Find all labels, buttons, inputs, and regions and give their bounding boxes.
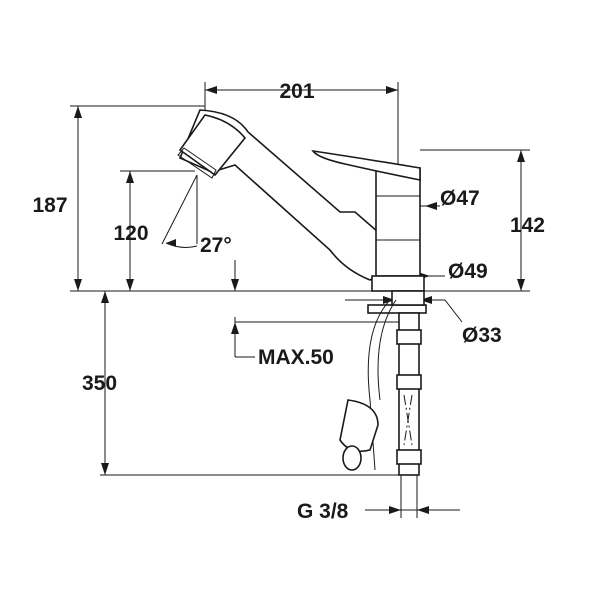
hose-weight-end (342, 445, 362, 471)
pullout-hose-inner (377, 299, 397, 401)
arrow-201-left (205, 86, 217, 94)
spray-face (177, 147, 217, 179)
label-dia-33: Ø33 (462, 324, 502, 347)
arrow-187-bottom (74, 279, 82, 291)
arrow-350-top (101, 291, 109, 303)
arrow-angle (166, 239, 176, 247)
arrow-33-right (420, 296, 432, 304)
hose-weight (339, 399, 379, 453)
label-142: 142 (510, 214, 545, 237)
arrow-47 (425, 202, 437, 210)
arrow-120-bottom (126, 279, 134, 291)
arrow-120-top (126, 171, 134, 183)
label-201: 201 (279, 80, 314, 103)
arrow-350-bottom (101, 463, 109, 475)
label-thread: G 3/8 (297, 500, 349, 523)
label-27deg: 27° (200, 234, 232, 257)
label-dia-49: Ø49 (448, 260, 488, 283)
mixer-body (375, 167, 421, 277)
arrow-g38-right (417, 506, 429, 514)
pullout-hose (367, 299, 391, 471)
arrow-201-right (386, 86, 398, 94)
lever (311, 149, 421, 181)
leader-33-diag (444, 299, 463, 323)
supply-hose (398, 312, 420, 476)
label-120: 120 (113, 222, 148, 245)
mounting-nut (391, 290, 425, 306)
arrow-142-bottom (517, 279, 525, 291)
base-ring (371, 275, 425, 292)
angle-leg (161, 174, 198, 245)
arrow-g38-left (389, 506, 401, 514)
label-350: 350 (82, 372, 117, 395)
arrow-max50 (231, 322, 239, 334)
spray-head (178, 114, 247, 177)
label-max-50: MAX.50 (258, 346, 334, 369)
label-187: 187 (32, 194, 67, 217)
arrow-187-top (74, 106, 82, 118)
mounting-plate (367, 304, 427, 314)
hose-fitting-2 (396, 374, 422, 390)
hose-fitting-1 (396, 329, 422, 345)
hose-braid-2 (403, 394, 413, 446)
hose-fitting-3 (396, 449, 422, 465)
label-dia-47: Ø47 (440, 187, 480, 210)
arrow-max50-top (231, 279, 239, 291)
arrow-142-top (517, 150, 525, 162)
arrow-33-left (383, 296, 395, 304)
